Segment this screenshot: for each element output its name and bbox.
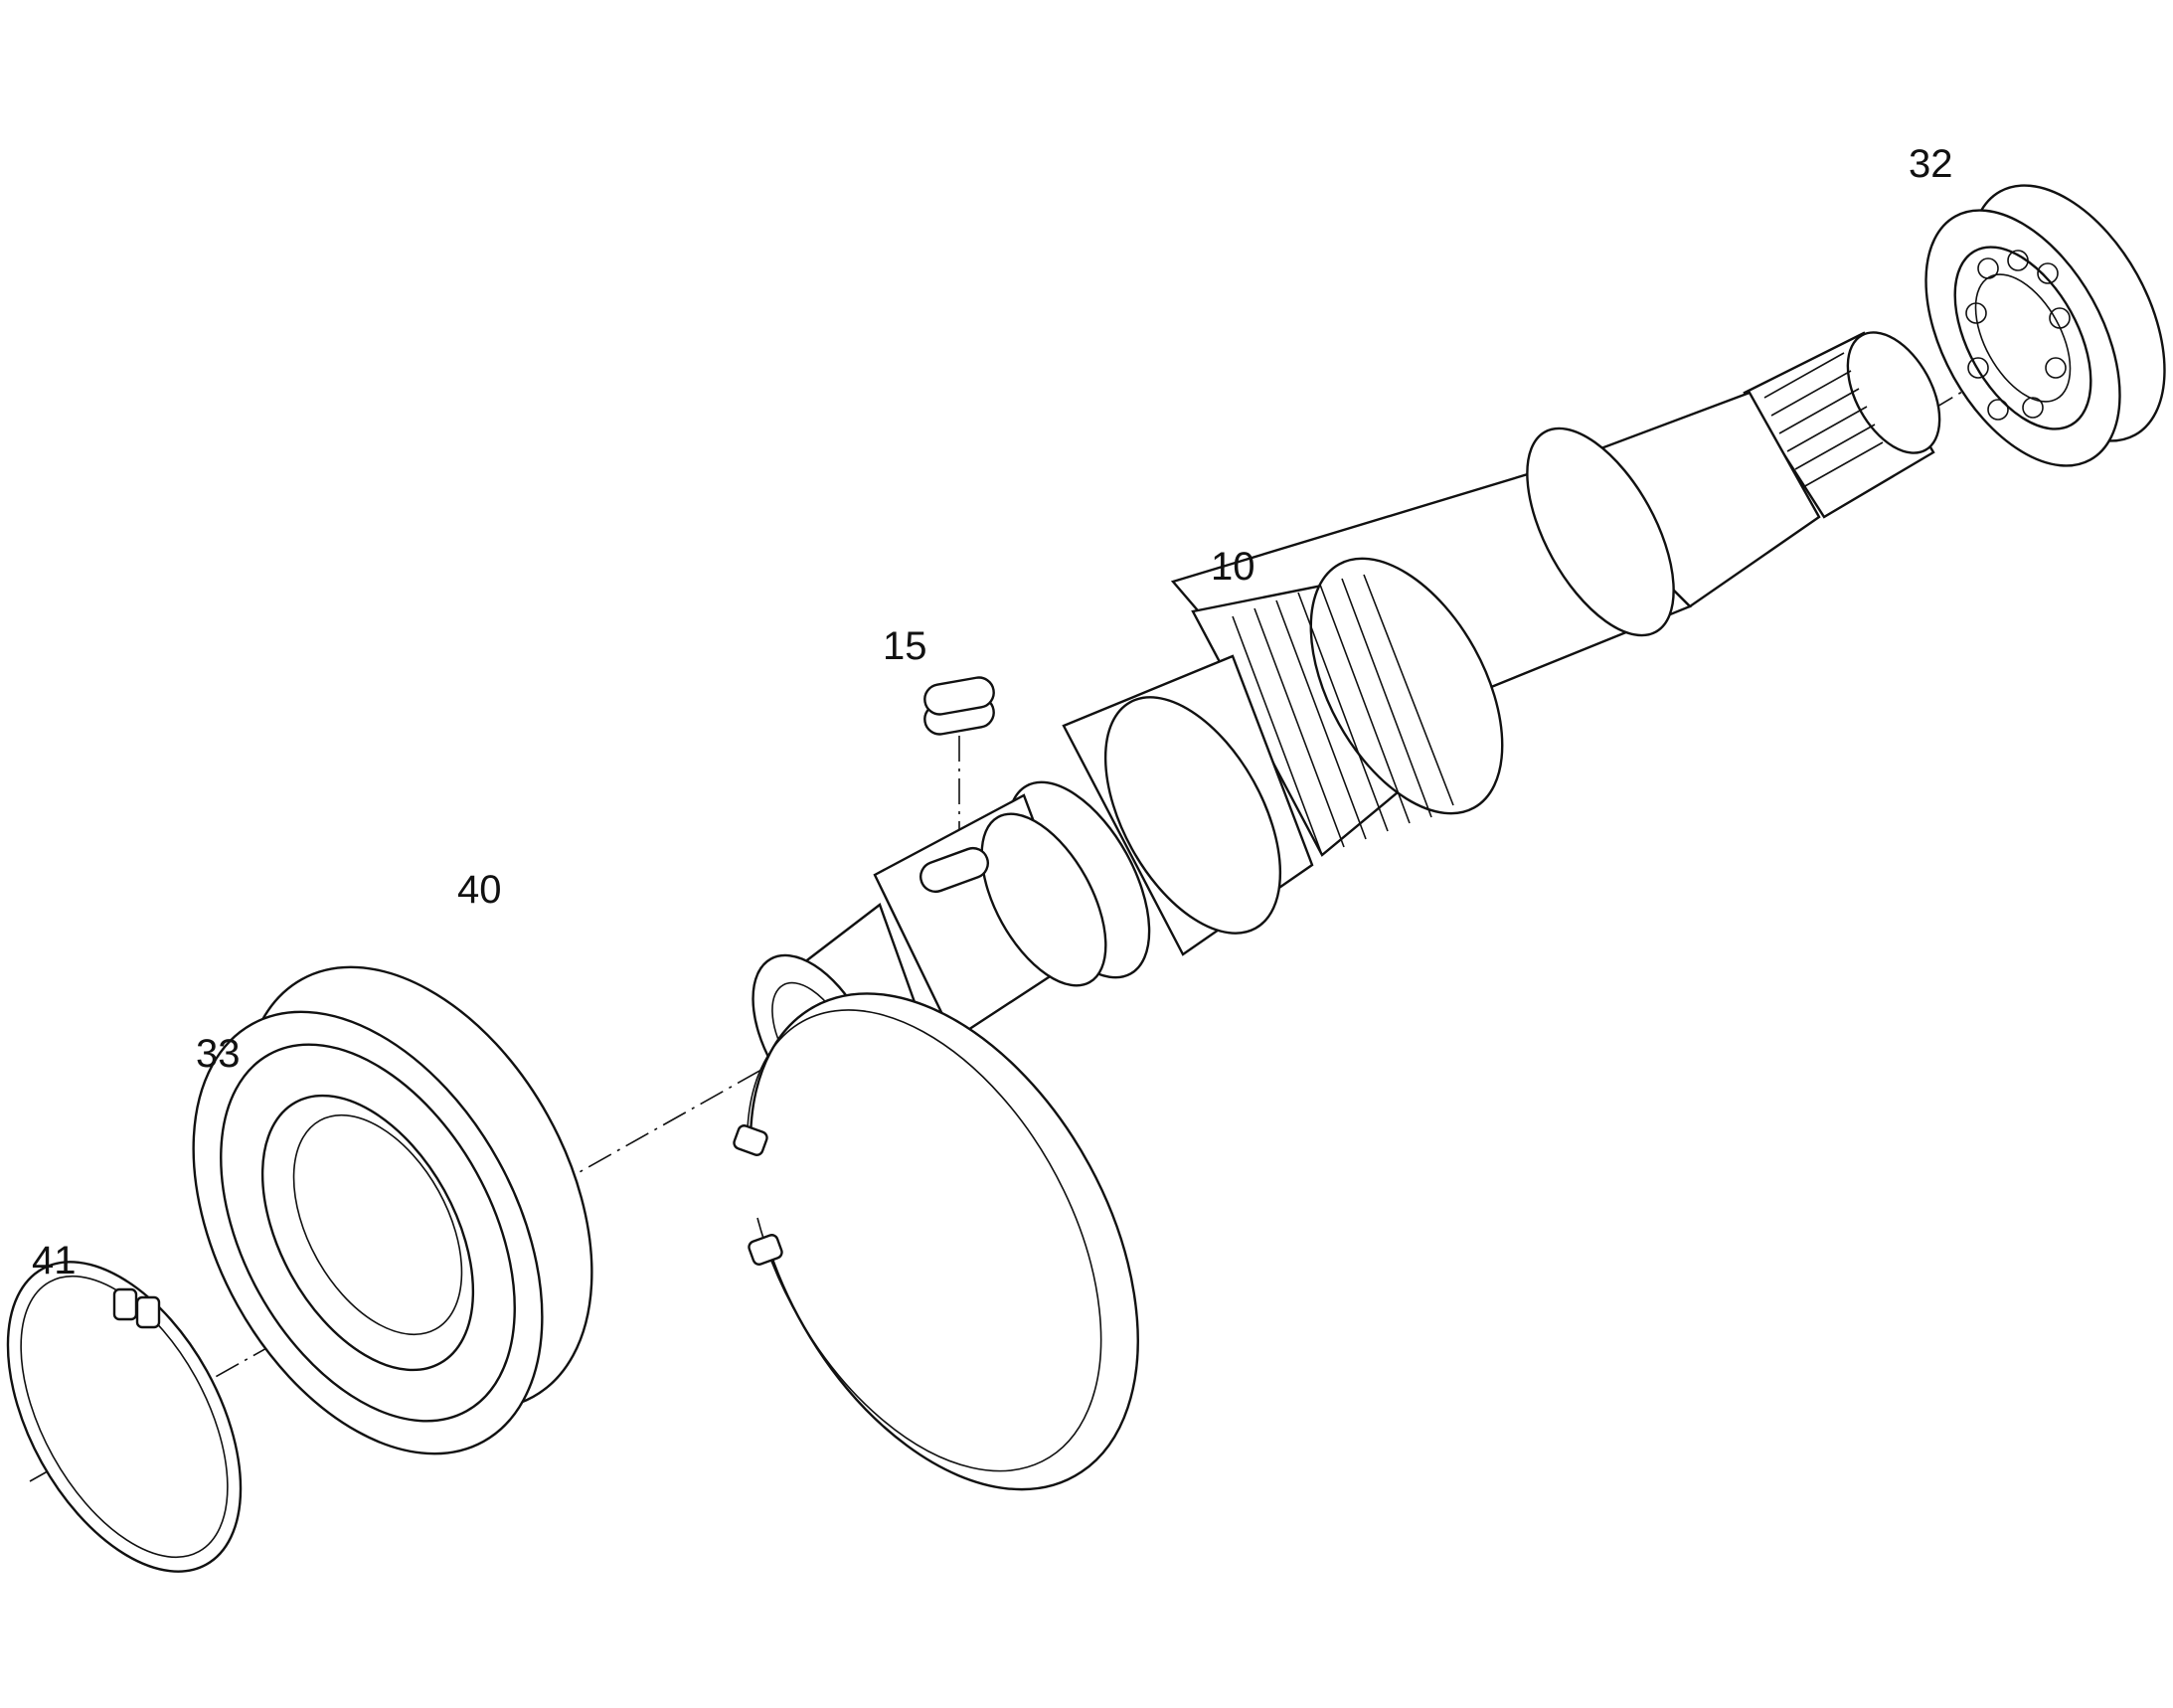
- callout-40: 40: [457, 868, 502, 912]
- roller-bearing: [1924, 184, 2166, 467]
- key: [923, 676, 995, 736]
- callout-15: 15: [883, 624, 927, 668]
- callout-33: 33: [196, 1032, 241, 1076]
- external-circlip: [6, 1261, 243, 1573]
- internal-retaining-ring: [733, 992, 1139, 1491]
- ball-bearing: [192, 965, 593, 1455]
- callout-41: 41: [32, 1239, 77, 1282]
- callout-10: 10: [1211, 545, 1255, 589]
- callout-32: 32: [1909, 142, 1953, 186]
